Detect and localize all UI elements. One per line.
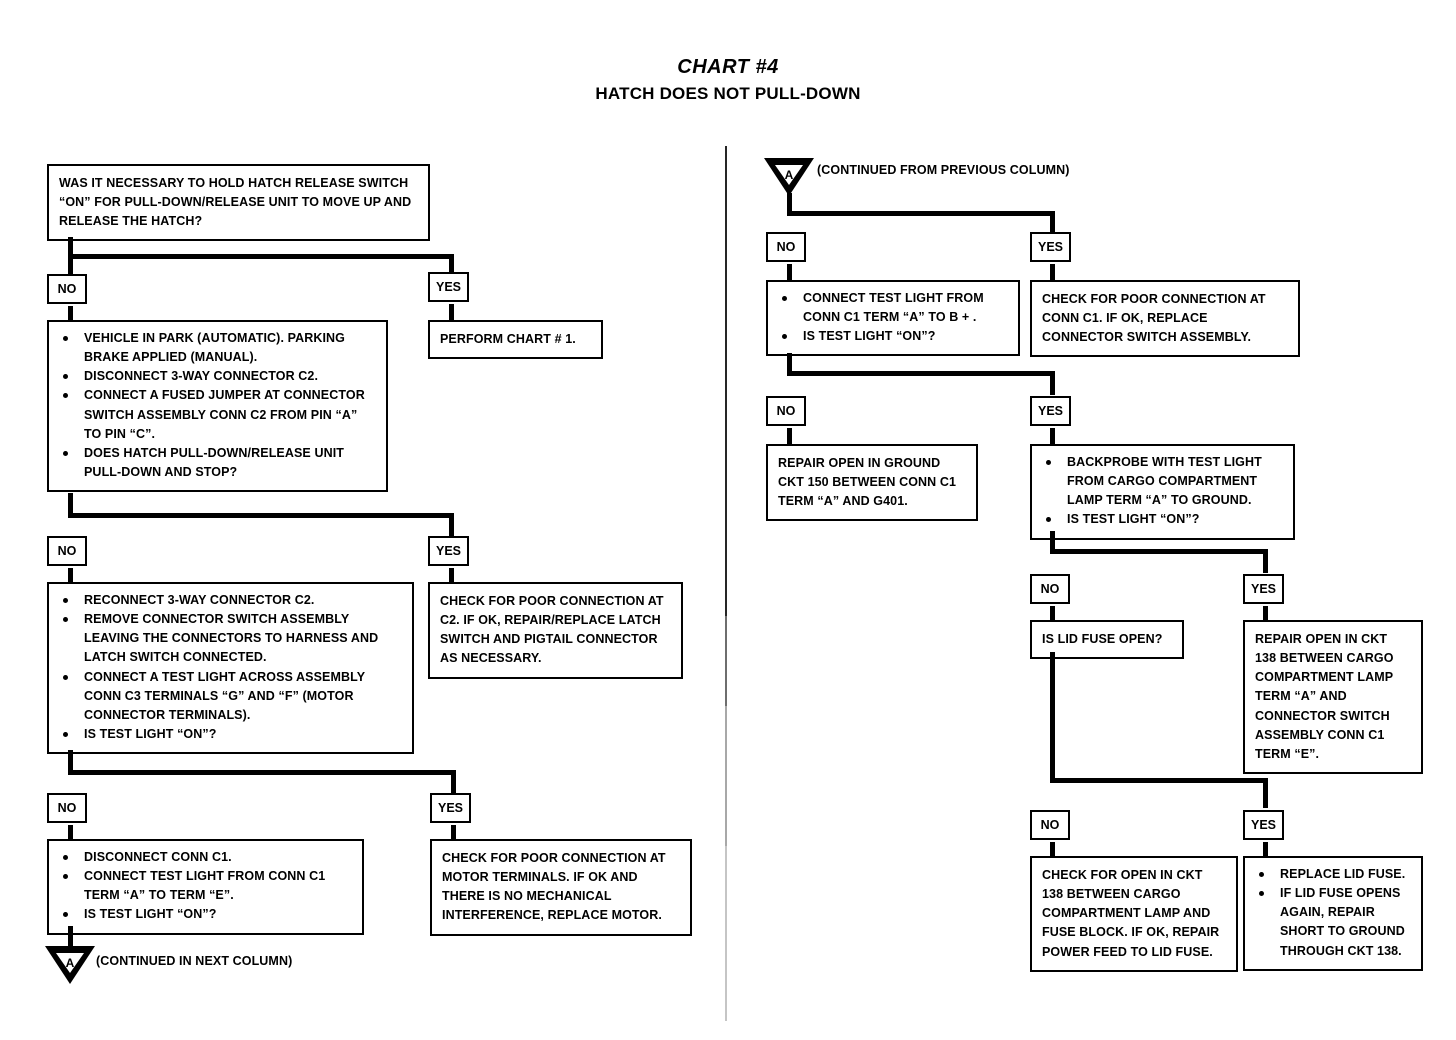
list-item: IF LID FUSE OPENS AGAIN, REPAIR SHORT TO…: [1254, 884, 1412, 961]
svg-text:A: A: [66, 956, 75, 970]
connector-line-q5-branch: [787, 371, 1055, 376]
continued-from-previous-column-label: (CONTINUED FROM PREVIOUS COLUMN): [817, 163, 1070, 177]
result-box-check-motor-terminals: CHECK FOR POOR CONNECTION AT MOTOR TERMI…: [430, 839, 692, 936]
connector-line-no3-to-q4: [68, 825, 73, 841]
chart-subtitle: HATCH DOES NOT PULL-DOWN: [595, 84, 861, 103]
connector-line-q3-branch: [68, 770, 456, 775]
connector-line-q6-stem: [1050, 531, 1055, 553]
branch-tag-no-3: NO: [47, 793, 87, 823]
offpage-connector-a-out: A: [43, 944, 97, 986]
branch-tag-no-5: NO: [766, 396, 806, 426]
connector-line-q1-branch: [68, 254, 454, 259]
connector-line-q3-yes-drop: [451, 770, 456, 794]
question-box-test-light-c1-to-bplus: CONNECT TEST LIGHT FROM CONN C1 TERM “A”…: [766, 280, 1020, 357]
connector-line-q3-stem: [68, 750, 73, 774]
connector-line-yes3-to-result: [451, 825, 456, 841]
question-box-hatch-release-switch: WAS IT NECESSARY TO HOLD HATCH RELEASE S…: [47, 164, 430, 242]
result-box-check-poor-connection-c2: CHECK FOR POOR CONNECTION AT C2. IF OK, …: [428, 582, 683, 679]
connector-line-q2-yes-drop: [449, 513, 454, 537]
branch-tag-no-6: NO: [1030, 574, 1070, 604]
connector-line-yes4-to-result: [1050, 264, 1055, 282]
connector-line-q4-to-offpage: [68, 926, 73, 948]
connector-line-q1-no-drop: [68, 254, 73, 276]
list-item: IS TEST LIGHT “ON”?: [777, 327, 1009, 346]
connector-line-q6-yes-drop: [1263, 549, 1268, 573]
continued-next-column-label: (CONTINUED IN NEXT COLUMN): [96, 954, 293, 968]
bullet-list-q2: VEHICLE IN PARK (AUTOMATIC). PARKING BRA…: [58, 329, 377, 482]
connector-line-q2-stem: [68, 493, 73, 517]
result-box-check-open-ckt138-fuse-block: CHECK FOR OPEN IN CKT 138 BETWEEN CARGO …: [1030, 856, 1238, 972]
branch-tag-yes-4: YES: [1030, 232, 1072, 262]
connector-line-q7-branch: [1050, 778, 1268, 783]
question-box-fused-jumper: VEHICLE IN PARK (AUTOMATIC). PARKING BRA…: [47, 320, 388, 492]
branch-tag-yes-7: YES: [1243, 810, 1285, 840]
list-item: CONNECT TEST LIGHT FROM CONN C1 TERM “A”…: [777, 289, 1009, 327]
question-box-is-lid-fuse-open: IS LID FUSE OPEN?: [1030, 620, 1184, 660]
question-box-disconnect-conn-c1: DISCONNECT CONN C1. CONNECT TEST LIGHT F…: [47, 839, 364, 935]
chart-title: CHART #4: [677, 56, 779, 78]
branch-tag-yes-3: YES: [430, 793, 472, 823]
column-divider: [725, 146, 727, 1021]
connector-line-yes5-to-q6: [1050, 428, 1055, 444]
branch-tag-no-7: NO: [1030, 810, 1070, 840]
list-item: DISCONNECT 3-WAY CONNECTOR C2.: [58, 367, 377, 386]
result-box-replace-lid-fuse: REPLACE LID FUSE. IF LID FUSE OPENS AGAI…: [1243, 856, 1423, 971]
connector-line-yes1-to-chart1: [449, 304, 454, 322]
bullet-list-q5: CONNECT TEST LIGHT FROM CONN C1 TERM “A”…: [777, 289, 1009, 346]
list-item: CONNECT A TEST LIGHT ACROSS ASSEMBLY CON…: [58, 668, 403, 725]
connector-line-no2-to-q3: [68, 568, 73, 584]
connector-line-a-branch: [787, 211, 1055, 216]
branch-tag-no-1: NO: [47, 274, 87, 304]
list-item: DISCONNECT CONN C1.: [58, 848, 353, 867]
list-item: REPLACE LID FUSE.: [1254, 865, 1412, 884]
connector-line-q5-yes-drop: [1050, 371, 1055, 395]
connector-line-no1-to-q2: [68, 306, 73, 322]
branch-tag-yes-2: YES: [428, 536, 470, 566]
connector-line-yes7-to-result: [1263, 842, 1268, 858]
branch-tag-no-2: NO: [47, 536, 87, 566]
connector-line-q7-stem: [1050, 652, 1055, 782]
list-item: VEHICLE IN PARK (AUTOMATIC). PARKING BRA…: [58, 329, 377, 367]
bullet-list-q7-yes: REPLACE LID FUSE. IF LID FUSE OPENS AGAI…: [1254, 865, 1412, 961]
list-item: DOES HATCH PULL-DOWN/RELEASE UNIT PULL-D…: [58, 444, 377, 482]
connector-line-yes6-to-result: [1263, 606, 1268, 622]
branch-tag-no-4: NO: [766, 232, 806, 262]
connector-line-yes2-to-result: [449, 568, 454, 584]
question-box-backprobe-cargo-lamp: BACKPROBE WITH TEST LIGHT FROM CARGO COM…: [1030, 444, 1295, 540]
list-item: REMOVE CONNECTOR SWITCH ASSEMBLY LEAVING…: [58, 610, 403, 667]
result-box-perform-chart-1: PERFORM CHART # 1.: [428, 320, 603, 360]
branch-tag-yes-1: YES: [428, 272, 470, 302]
connector-line-q5-stem: [787, 353, 792, 375]
list-item: CONNECT TEST LIGHT FROM CONN C1 TERM “A”…: [58, 867, 353, 905]
connector-line-q6-branch: [1050, 549, 1268, 554]
svg-text:A: A: [785, 168, 794, 182]
list-item: IS TEST LIGHT “ON”?: [58, 905, 353, 924]
result-box-repair-open-ckt138-cargo: REPAIR OPEN IN CKT 138 BETWEEN CARGO COM…: [1243, 620, 1423, 774]
connector-line-q1-yes-drop: [449, 254, 454, 276]
bullet-list-q6: BACKPROBE WITH TEST LIGHT FROM CARGO COM…: [1041, 453, 1284, 530]
list-item: BACKPROBE WITH TEST LIGHT FROM CARGO COM…: [1041, 453, 1284, 510]
offpage-connector-a-in: A: [762, 156, 816, 198]
connector-line-no7-to-result: [1050, 842, 1055, 858]
connector-line-no5-to-result: [787, 428, 792, 444]
question-box-test-light-across-c3: RECONNECT 3-WAY CONNECTOR C2. REMOVE CON…: [47, 582, 414, 754]
list-item: IS TEST LIGHT “ON”?: [1041, 510, 1284, 529]
list-item: RECONNECT 3-WAY CONNECTOR C2.: [58, 591, 403, 610]
list-item: IS TEST LIGHT “ON”?: [58, 725, 403, 744]
connector-line-q7-yes-drop: [1263, 778, 1268, 808]
connector-line-q1-stem: [68, 237, 73, 259]
connector-line-a-yes-drop: [1050, 211, 1055, 233]
branch-tag-yes-5: YES: [1030, 396, 1072, 426]
bullet-list-q4: DISCONNECT CONN C1. CONNECT TEST LIGHT F…: [58, 848, 353, 925]
connector-line-q2-branch: [68, 513, 454, 518]
connector-line-no4-to-q5: [787, 264, 792, 282]
result-box-check-conn-c1: CHECK FOR POOR CONNECTION AT CONN C1. IF…: [1030, 280, 1300, 358]
branch-tag-yes-6: YES: [1243, 574, 1285, 604]
connector-line-no6-to-q7: [1050, 606, 1055, 622]
bullet-list-q3: RECONNECT 3-WAY CONNECTOR C2. REMOVE CON…: [58, 591, 403, 744]
connector-line-a-stem: [787, 193, 792, 215]
result-box-repair-open-ground-ckt150: REPAIR OPEN IN GROUND CKT 150 BETWEEN CO…: [766, 444, 978, 522]
list-item: CONNECT A FUSED JUMPER AT CONNECTOR SWIT…: [58, 386, 377, 443]
